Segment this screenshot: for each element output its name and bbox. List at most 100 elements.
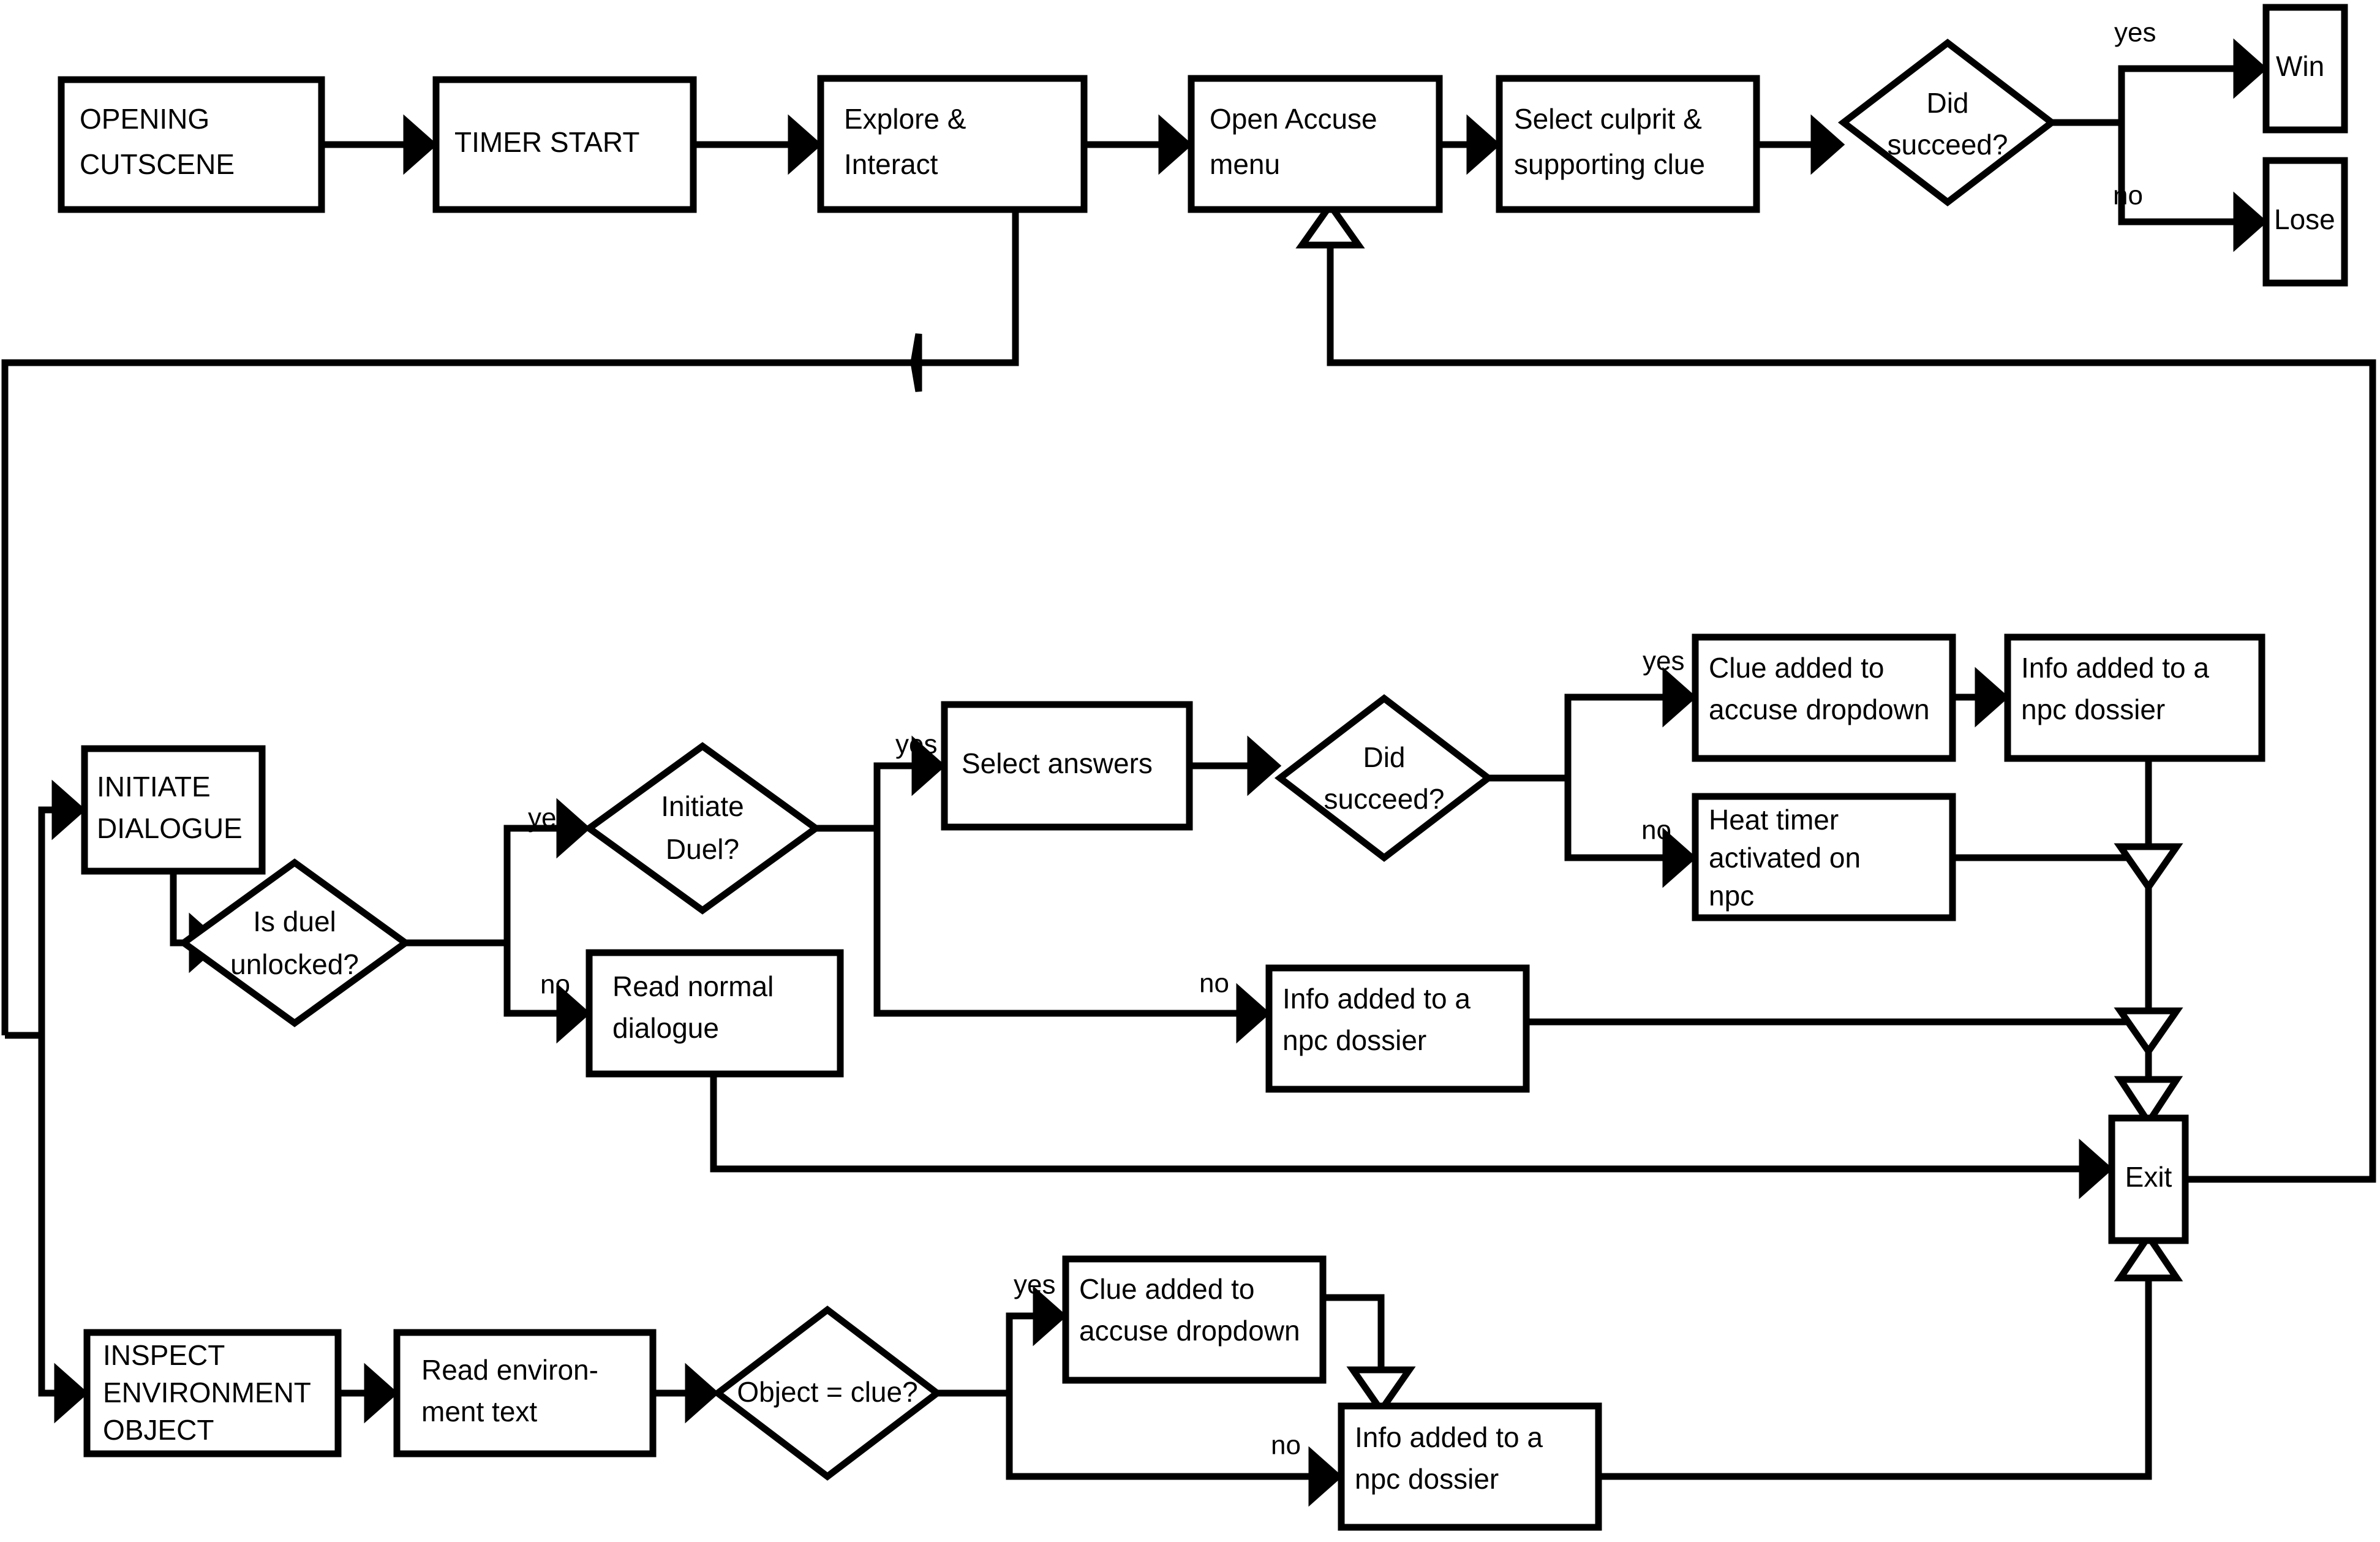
node-label: Info added to a [1355,1421,1543,1453]
arrowhead-filled [51,779,86,841]
edge-rail-to-dialogue [5,806,53,1039]
node-label: Read environ- [421,1354,598,1386]
node-explore-interact[interactable]: Explore & Interact [817,75,1088,213]
node-label: Select answers [962,747,1153,779]
arrowhead-filled [1033,1285,1068,1347]
node-inspect-environment-object[interactable]: INSPECT ENVIRONMENT OBJECT [83,1329,342,1457]
node-label: Info added to a [2021,652,2209,684]
node-label: Object = clue? [737,1376,917,1408]
edge-label-no-duel: no [540,970,570,1000]
node-label: INSPECT [103,1339,225,1371]
edge-label-no-lose: no [2113,181,2143,211]
node-opening[interactable]: OPENING CUTSCENE [58,76,325,213]
node-exit[interactable]: Exit [2108,1114,2189,1244]
arrowhead-hollow-left [910,333,922,392]
node-clue-added-accuse-object[interactable]: Clue added to accuse dropdown [1062,1255,1327,1384]
edge-didsucceed-yes-win [2052,65,2234,126]
edge-initduel-yes [816,762,913,832]
node-select-answers[interactable]: Select answers [941,701,1193,831]
node-label: Win [2276,50,2324,82]
arrowhead-filled [911,735,946,796]
arrowhead-filled [685,1362,720,1424]
node-read-environment-text[interactable]: Read environ- ment text [393,1329,657,1457]
node-heat-timer[interactable]: Heat timer activated on npc [1692,793,1956,921]
arrowhead-hollow-up [2114,1230,2183,1282]
node-label: Clue added to [1709,652,1884,684]
node-did-succeed-accuse[interactable]: Did succeed? [1837,39,2058,206]
node-label: Open Accuse [1210,103,1377,135]
edge-initduel-no [816,825,1237,1017]
edge-didsucceed2-yes [1488,694,1663,782]
node-label: Did [1363,741,1405,773]
node-label: dialogue [612,1012,719,1044]
node-label: succeed? [1888,129,2008,161]
edge-label-yes-win: yes [2114,18,2156,48]
node-label: Select culprit & [1514,103,1702,135]
node-lose[interactable]: Lose [2262,157,2348,287]
edge-label-yes-clue2: yes [1014,1270,1055,1300]
node-label: Interact [844,148,938,180]
node-info-dossier-object[interactable]: Info added to a npc dossier [1338,1402,1602,1531]
edge-duelunlocked-no [405,939,557,1017]
edge-label-yes-duel: yes [528,803,570,833]
edge-labels: yes no yes no yes no yes no yes no [528,18,2156,1461]
node-label: ment text [421,1396,537,1427]
arrowhead-filled [2233,191,2268,252]
node-label: Explore & [844,103,966,135]
node-open-accuse-menu[interactable]: Open Accuse menu [1188,75,1443,213]
arrowhead-hollow-up [1295,199,1365,249]
edge-label-no-heat: no [1641,815,1671,845]
node-label: menu [1210,148,1280,180]
node-info-dossier-dialogue[interactable]: Info added to a npc dossier [1265,964,1530,1093]
arrowhead-hollow-down [2114,843,2183,893]
node-label: unlocked? [230,948,359,980]
nodes: OPENING CUTSCENE TIMER START Explore & I… [58,4,2348,1531]
node-label: OPENING [80,103,209,135]
node-label: npc dossier [1282,1024,1426,1056]
node-select-culprit[interactable]: Select culprit & supporting clue [1496,75,1760,213]
edge-exit-to-accuse-loop [1327,245,2376,1183]
node-info-dossier-duel[interactable]: Info added to a npc dossier [2004,633,2265,762]
node-label: Exit [2125,1161,2172,1193]
node-label: Info added to a [1282,983,1471,1015]
arrowhead-filled [2233,38,2268,99]
arrowhead-filled [403,114,438,175]
edge-duelunlocked-yes [405,825,557,947]
arrowhead-filled [556,983,591,1044]
edge-objclue-yes [937,1312,1034,1397]
edge-readnormal-to-exit [710,1074,2080,1173]
node-label: Heat timer [1709,804,1839,836]
node-read-normal-dialogue[interactable]: Read normal dialogue [586,949,844,1078]
edge-dialogue-to-duelunlocked [170,871,190,947]
arrowhead-filled [1662,667,1697,728]
node-initiate-duel[interactable]: Initiate Duel? [583,742,822,915]
node-label: TIMER START [454,126,639,158]
node-label: Duel? [666,833,739,865]
node-label: npc dossier [2021,694,2165,725]
node-label: OBJECT [103,1414,214,1446]
node-label: succeed? [1324,783,1445,815]
arrowhead-filled [1810,114,1845,175]
node-object-is-clue[interactable]: Object = clue? [712,1306,943,1481]
arrowhead-filled [1466,114,1501,175]
node-win[interactable]: Win [2262,4,2348,134]
node-label: DIALOGUE [97,812,243,844]
node-clue-added-accuse-duel[interactable]: Clue added to accuse dropdown [1692,633,1956,762]
arrowhead-filled [788,114,823,175]
edge-label-yes-answers: yes [895,730,937,760]
node-label: supporting clue [1514,148,1705,180]
node-label: accuse dropdown [1079,1315,1300,1347]
arrowhead-filled [1975,667,2009,728]
node-did-succeed-duel[interactable]: Did succeed? [1274,694,1494,862]
arrowhead-filled [54,1362,89,1424]
edge-dossier3-to-exit [1599,1280,2152,1480]
node-label: Read normal [612,970,774,1002]
node-initiate-dialogue[interactable]: INITIATE DIALOGUE [81,745,266,875]
node-timer-start[interactable]: TIMER START [432,76,697,213]
arrowhead-filled [1158,114,1193,175]
node-label: npc [1709,880,1754,912]
node-is-duel-unlocked[interactable]: Is duel unlocked? [178,858,412,1027]
node-label: accuse dropdown [1709,694,1930,725]
edge-label-yes-clue1: yes [1643,646,1684,676]
